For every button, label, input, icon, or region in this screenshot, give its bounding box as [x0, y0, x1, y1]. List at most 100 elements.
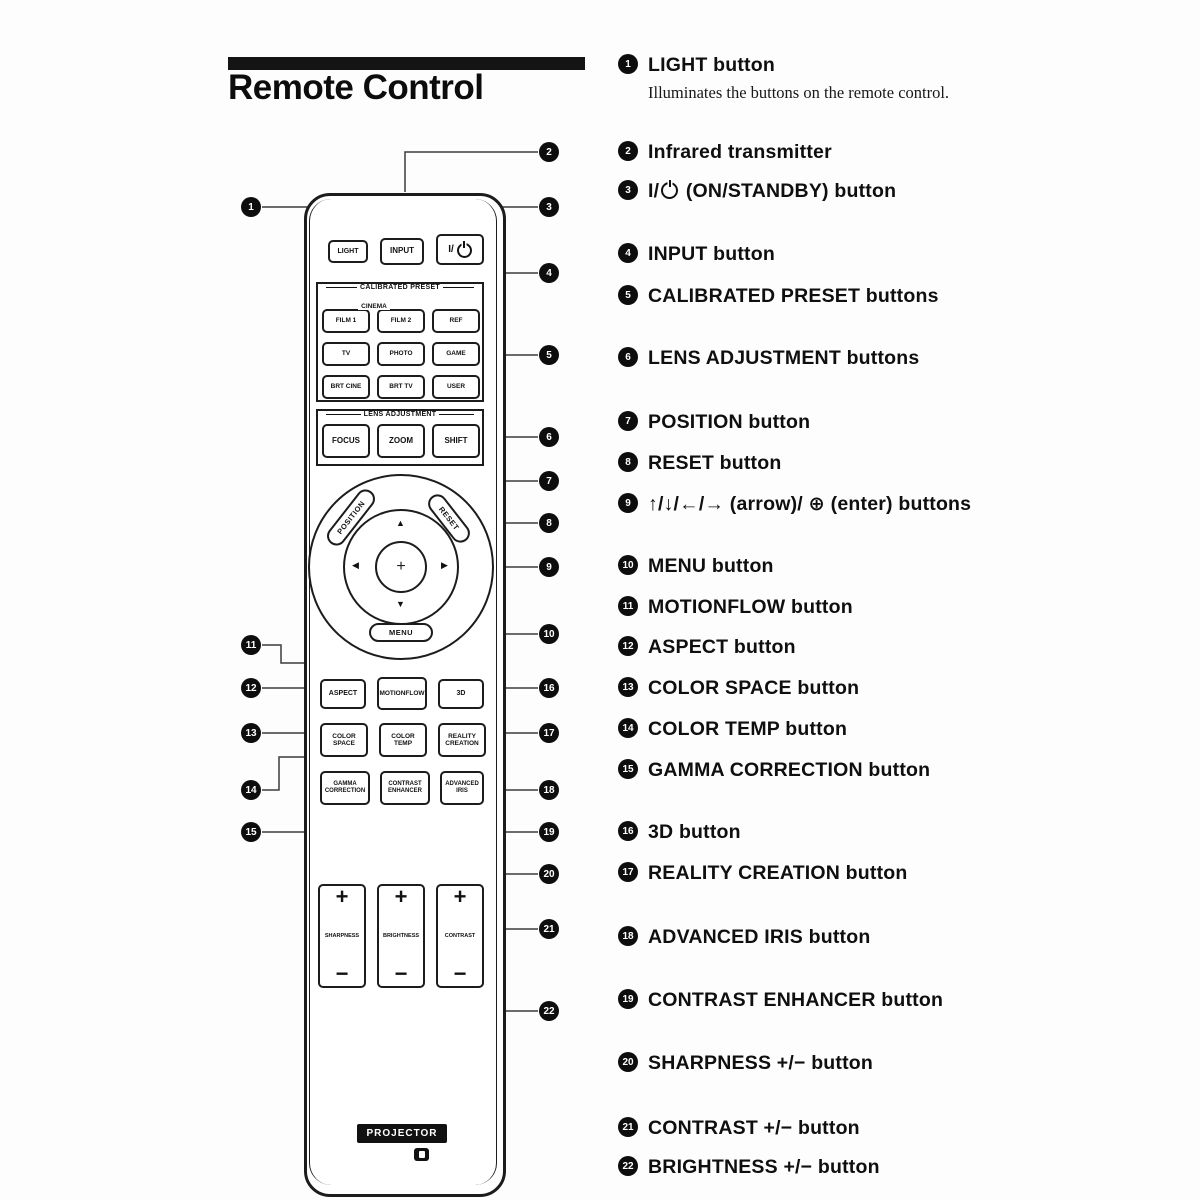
callout-line-2 — [404, 151, 538, 192]
callout-14: 14 — [241, 780, 261, 800]
motionflow-button: MOTIONFLOW — [377, 677, 427, 710]
callout-4: 4 — [539, 263, 559, 283]
legend-number-15: 15 — [618, 759, 638, 779]
lens-adjustment-grid: FOCUS ZOOM SHIFT — [322, 424, 480, 458]
light-button: LIGHT — [328, 240, 368, 263]
arrow-right-icon: ▶ — [441, 560, 448, 570]
3d-button: 3D — [438, 679, 484, 709]
shift-button: SHIFT — [432, 424, 480, 458]
film2-button: FILM 2 — [377, 309, 425, 333]
callout-18: 18 — [539, 780, 559, 800]
color-space-button: COLOR SPACE — [320, 723, 368, 757]
legend-number-8: 8 — [618, 452, 638, 472]
film1-button: FILM 1 — [322, 309, 370, 333]
callout-7: 7 — [539, 471, 559, 491]
arrow-left-icon: ◀ — [352, 560, 359, 570]
callout-2: 2 — [539, 142, 559, 162]
legend-item-12: 12 ASPECT button — [618, 636, 1048, 659]
callout-12: 12 — [241, 678, 261, 698]
callout-9: 9 — [539, 557, 559, 577]
legend-item-9: 9↑/↓/←/→ (arrow)/ ⊕ (enter) buttons — [618, 493, 1048, 516]
gamma-correction-button: GAMMA CORRECTION — [320, 771, 370, 805]
callout-6: 6 — [539, 427, 559, 447]
projector-badge: PROJECTOR — [357, 1124, 447, 1143]
brt-tv-button: BRT TV — [377, 375, 425, 399]
legend-number-6: 6 — [618, 347, 638, 367]
legend-number-3: 3 — [618, 180, 638, 200]
legend-item-4: 4 INPUT button — [618, 243, 1048, 266]
legend-number-14: 14 — [618, 718, 638, 738]
legend-number-4: 4 — [618, 243, 638, 263]
cinema-label: CINEMA — [358, 303, 390, 310]
legend-label: INPUT button — [648, 243, 775, 265]
sharpness-rocker: + SHARPNESS − — [318, 884, 366, 988]
callout-13: 13 — [241, 723, 261, 743]
legend-label: LIGHT button — [648, 54, 775, 76]
lens-adjustment-header-label: LENS ADJUSTMENT — [363, 411, 437, 418]
brightness-plus-label: + — [394, 884, 408, 909]
legend-number-12: 12 — [618, 636, 638, 656]
power-icon — [456, 243, 472, 258]
enter-crosshair-icon: + — [396, 558, 406, 575]
legend-label: POSITION button — [648, 411, 811, 433]
user-button: USER — [432, 375, 480, 399]
legend-number-20: 20 — [618, 1052, 638, 1072]
callout-17: 17 — [539, 723, 559, 743]
legend-label: Infrared transmitter — [648, 141, 832, 163]
legend-item-10: 10 MENU button — [618, 555, 1048, 578]
contrast-minus-label: − — [453, 961, 467, 987]
legend-item-2: 2 Infrared transmitter — [618, 141, 1048, 164]
legend-number-13: 13 — [618, 677, 638, 697]
callout-16: 16 — [539, 678, 559, 698]
input-button: INPUT — [380, 238, 424, 265]
callout-20: 20 — [539, 864, 559, 884]
legend-label: LENS ADJUSTMENT buttons — [648, 347, 920, 369]
tv-button: TV — [322, 342, 370, 366]
sharpness-label: SHARPNESS — [324, 933, 360, 939]
menu-button: MENU — [369, 623, 433, 642]
legend-label: ASPECT button — [648, 636, 796, 658]
lens-adjustment-header: LENS ADJUSTMENT — [318, 411, 482, 418]
brightness-minus-label: − — [394, 961, 408, 987]
photo-button: PHOTO — [377, 342, 425, 366]
enter-button: + — [375, 541, 427, 593]
legend-label: CONTRAST +/− button — [648, 1117, 860, 1139]
legend-label: COLOR SPACE button — [648, 677, 860, 699]
arrow-up-icon: ▲ — [396, 518, 405, 528]
legend-item-20: 20 SHARPNESS +/− button — [618, 1052, 1048, 1075]
legend-label: SHARPNESS +/− button — [648, 1052, 874, 1074]
focus-button: FOCUS — [322, 424, 370, 458]
legend-item-6: 6 LENS ADJUSTMENT buttons — [618, 347, 1048, 370]
legend-description: Illuminates the buttons on the remote co… — [648, 83, 950, 102]
legend-number-19: 19 — [618, 989, 638, 1009]
aspect-button: ASPECT — [320, 679, 366, 709]
legend-number-5: 5 — [618, 285, 638, 305]
sharpness-minus-label: − — [335, 961, 349, 987]
legend-label: COLOR TEMP button — [648, 718, 848, 740]
callout-3: 3 — [539, 197, 559, 217]
legend-number-10: 10 — [618, 555, 638, 575]
legend-number-2: 2 — [618, 141, 638, 161]
legend-label: BRIGHTNESS +/− button — [648, 1156, 880, 1178]
legend-number-7: 7 — [618, 411, 638, 431]
legend-label: GAMMA CORRECTION button — [648, 759, 931, 781]
callout-22: 22 — [539, 1001, 559, 1021]
color-temp-button: COLOR TEMP — [379, 723, 427, 757]
page-title: Remote Control — [228, 68, 484, 107]
power-button-label: I/ — [448, 244, 454, 255]
legend-label: MENU button — [648, 555, 774, 577]
callout-8: 8 — [539, 513, 559, 533]
brightness-rocker: + BRIGHTNESS − — [377, 884, 425, 988]
section-rule — [228, 57, 585, 70]
game-button: GAME — [432, 342, 480, 366]
callout-19: 19 — [539, 822, 559, 842]
